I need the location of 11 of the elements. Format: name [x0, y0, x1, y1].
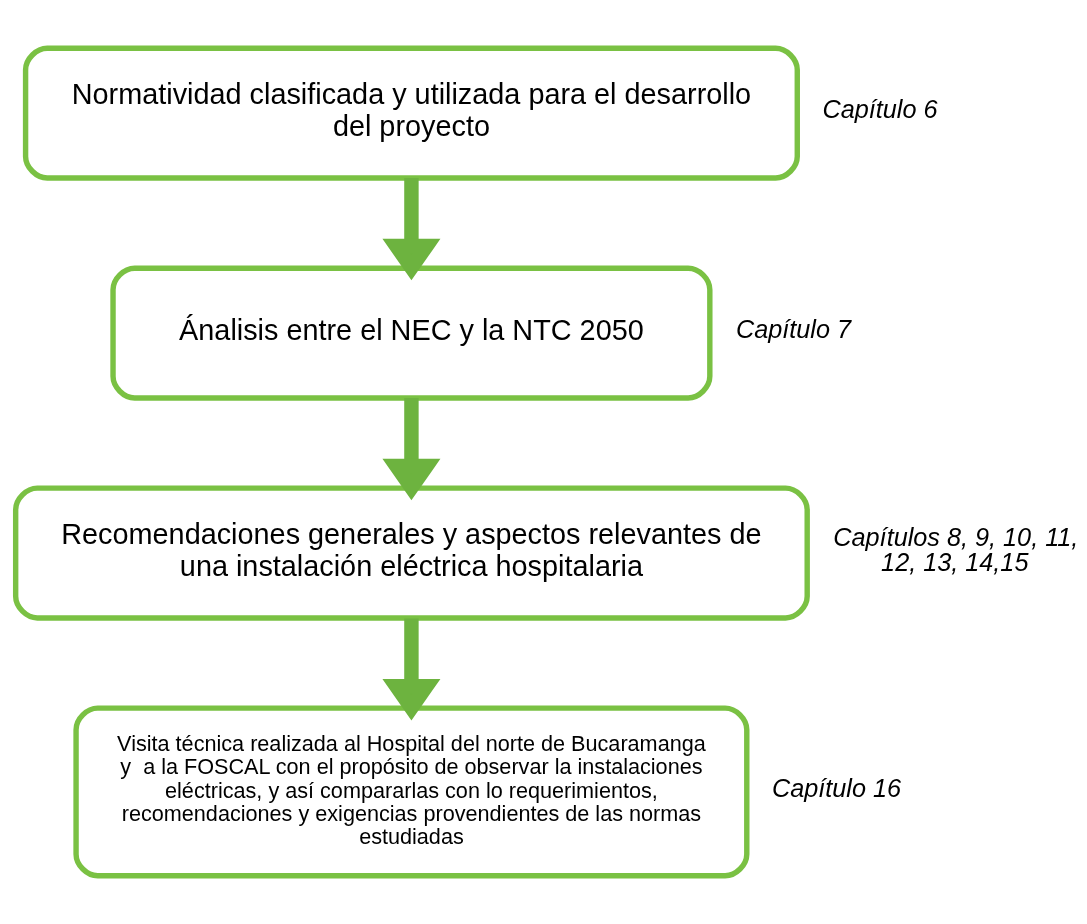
- arrow: [382, 178, 441, 281]
- arrow: [382, 618, 441, 721]
- node-box: Recomendaciones generales y aspectos relevantes de una instalación eléctrica hospitalaria: [12, 485, 810, 621]
- node-box: Visita técnica realizada al Hospital del norte de Bucaramanga y a la FOSCAL con el propósito de observar la instalaciones eléctricas, y así compararlas con lo requerimientos, recomendaciones y exigencias provendientes de las normas estudiadas: [73, 705, 750, 879]
- node-box: Ánalisis entre el NEC y la NTC 2050: [110, 265, 713, 401]
- node-label: Capítulos 8, 9, 10, 11, 12, 13, 14,15: [833, 523, 1079, 577]
- node-label: Capítulo 16: [772, 773, 902, 802]
- node-label: Capítulo 7: [735, 314, 852, 343]
- node-box: Normatividad clasificada y utilizada para el desarrollo del proyecto: [22, 45, 800, 181]
- node-label: Capítulo 6: [822, 94, 938, 123]
- arrow: [382, 398, 441, 501]
